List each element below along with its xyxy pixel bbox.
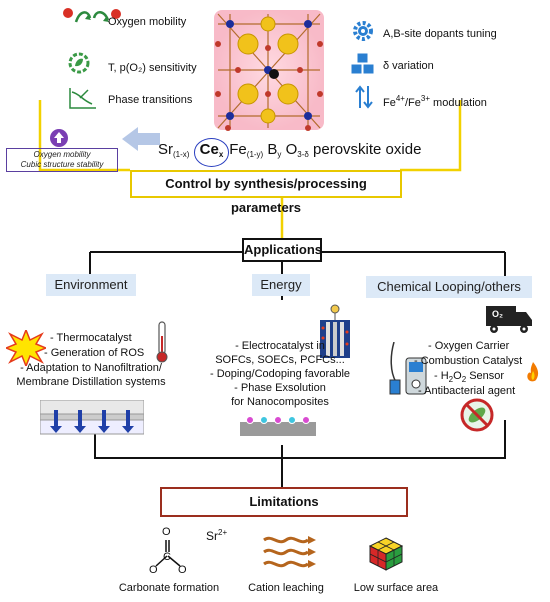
phase-transitions-text: Phase transitions (108, 94, 193, 106)
gear-icon (352, 20, 374, 42)
note-line-2: Cubic structure stability (20, 160, 104, 169)
truck-label: O₂ (492, 309, 503, 319)
dopants-tuning-text: A,B-site dopants tuning (383, 28, 497, 40)
energy-doping: - Doping/Codoping favorable (209, 368, 351, 380)
perovskite-structure-image (208, 4, 330, 136)
up-arrow-circle-icon (48, 128, 70, 148)
cubic-stability-note: Oxygen mobility Cubic structure stabilit… (6, 148, 118, 172)
exsolution-substrate-image (240, 414, 316, 436)
antibacterial-icon (460, 398, 494, 432)
energy-sofc: SOFCs, SOECs, PCFCs... (215, 354, 345, 366)
env-thermocatalyst: - Thermocatalyst (50, 332, 132, 344)
category-chemical-looping: Chemical Looping/others (366, 276, 532, 298)
sr-ion-label: Sr2+ (206, 528, 228, 543)
flame-icon (526, 362, 540, 382)
carbonate-icon: O C O O (148, 526, 200, 576)
sensitivity-text: T, p(O₂) sensitivity (108, 62, 197, 74)
delta-variation-text: δ variation (383, 60, 434, 72)
chem-h2o2-sensor: - H2O2 Sensor (434, 370, 505, 384)
limitation-carbonate: Carbonate formation (118, 582, 220, 594)
membrane-image (40, 400, 144, 438)
rubiks-cube-icon (368, 536, 404, 572)
env-nanofiltration: - Adaptation to Nanofiltration/ (20, 362, 162, 374)
phase-diagram-icon (68, 86, 98, 110)
env-membrane: Membrane Distillation systems (16, 376, 166, 388)
limitation-leaching: Cation leaching (248, 582, 324, 594)
cubes-icon (350, 52, 376, 76)
applications-box: Applications (242, 238, 322, 262)
env-ros: - Generation of ROS (44, 347, 145, 359)
carbonate-top-o: O (162, 526, 171, 538)
chem-combustion: - Combustion Catalyst (414, 355, 523, 367)
truck-icon: O₂ (486, 304, 534, 334)
oxygen-mobility-text: Oxygen mobility (108, 16, 187, 28)
limitation-surface-area: Low surface area (353, 582, 439, 594)
chem-antibacterial: - Antibacterial agent (418, 385, 516, 397)
limitations-box: Limitations (160, 487, 408, 517)
carbonate-c: C (163, 551, 171, 563)
leaching-waves-icon (262, 534, 318, 572)
explosion-icon (6, 330, 46, 366)
up-down-arrows-icon (354, 84, 374, 110)
energy-exsolution: - Phase Exsolution (234, 382, 326, 394)
carbonate-left-o: O (149, 564, 158, 576)
sensor-device-icon (388, 342, 428, 396)
ce-highlight: Cex (193, 138, 230, 167)
note-line-1: Oxygen mobility (33, 150, 91, 159)
category-environment: Environment (46, 274, 136, 296)
fe-modulation-text: Fe4+/Fe3+ modulation (383, 94, 487, 109)
fuel-cell-icon (318, 304, 352, 360)
exchange-arrows-icon (62, 6, 122, 28)
chem-oxygen-carrier: - Oxygen Carrier (428, 340, 510, 352)
category-energy: Energy (252, 274, 310, 296)
pointer-arrow (120, 127, 160, 151)
thermometer-icon (152, 320, 172, 364)
energy-nanocomposites: for Nanocomposites (231, 396, 329, 408)
gear-leaf-icon (68, 52, 90, 74)
carbonate-right-o: O (178, 564, 187, 576)
control-box: Control by synthesis/processing paramete… (130, 170, 402, 215)
energy-electrocatalyst: - Electrocatalyst in (235, 340, 325, 352)
